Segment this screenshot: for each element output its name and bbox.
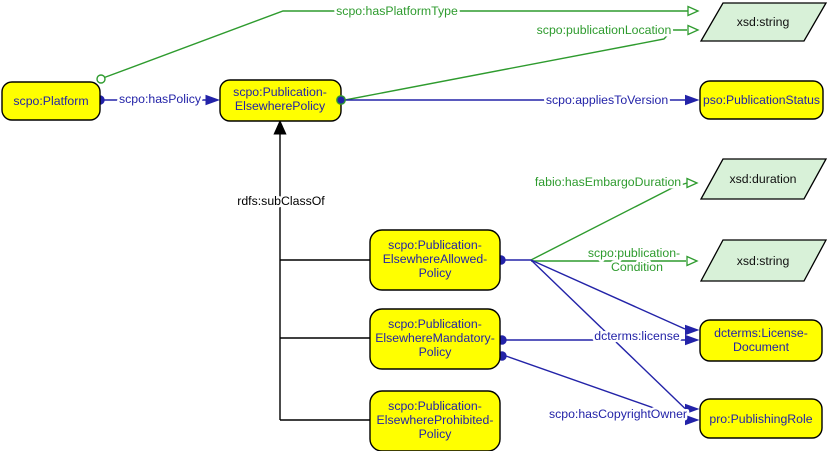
has-embargo-duration-line: [530, 182, 688, 261]
edge-has-embargo-duration: [530, 177, 699, 261]
license-document-label-line2: Document: [733, 340, 790, 354]
prohibited-label-line2: ElsewhereProhibited-: [377, 413, 494, 427]
node-elsewhere-mandatory-policy: scpo:Publication- ElsewhereMandatory- Po…: [369, 308, 501, 370]
has-platform-type-label: scpo:hasPlatformType: [336, 4, 458, 18]
allowed-copyright-line: [530, 259, 686, 410]
has-platform-type-line: [102, 10, 688, 79]
string-top-parallelogram: [699, 2, 828, 42]
arrow-up-icon: [273, 119, 287, 135]
filled-arrow-right-icon: [685, 334, 700, 346]
open-arrow-right-icon: [686, 255, 699, 267]
open-arrow-right-icon: [687, 24, 700, 36]
node-publishing-role: pro:PublishingRole: [699, 398, 823, 439]
has-copyright-owner-label: scpo:hasCopyrightOwner: [549, 407, 687, 421]
string-top-label: xsd:string: [737, 15, 790, 29]
publication-condition-label-line2: Condition: [611, 260, 663, 274]
filled-arrow-right-icon: [685, 324, 700, 336]
publication-condition-label-line1: scpo:publication-: [588, 246, 680, 260]
publication-location-label: scpo:publicationLocation: [537, 23, 672, 37]
filled-arrow-right-icon: [205, 94, 220, 106]
publishing-role-arrowheads: [685, 403, 700, 426]
open-arrow-right-icon: [687, 5, 700, 17]
platform-label: scpo:Platform: [13, 94, 88, 108]
node-elsewhere-prohibited-policy: scpo:Publication- ElsewhereProhibited- P…: [369, 390, 501, 451]
mandatory-label-line2: ElsewhereMandatory-: [375, 331, 495, 345]
platform-box: [1, 81, 101, 121]
datatype-duration: xsd:duration: [699, 158, 828, 200]
policy-label-line2: ElsewherePolicy: [235, 99, 326, 113]
node-platform: scpo:Platform: [1, 81, 101, 121]
publication-location-line: [344, 29, 687, 101]
allowed-label-line3: Policy: [419, 266, 453, 280]
publication-status-label: pso:PublicationStatus: [703, 93, 820, 107]
mandatory-label-line3: Policy: [419, 345, 453, 359]
subclass-of-label: rdfs:subClassOf: [237, 194, 325, 208]
node-elsewhere-allowed-policy: scpo:Publication- ElsewhereAllowed- Poli…: [369, 229, 501, 291]
publishing-role-label: pro:PublishingRole: [709, 412, 812, 426]
node-publication-elsewhere-policy: scpo:Publication- ElsewherePolicy: [219, 79, 346, 122]
dot-anchor-icon: [336, 95, 346, 105]
allowed-box: [369, 229, 501, 291]
mandatory-box: [369, 308, 501, 370]
node-publication-status: pso:PublicationStatus: [699, 80, 824, 120]
string-mid-label: xsd:string: [737, 254, 790, 268]
has-policy-label: scpo:hasPolicy: [119, 92, 202, 106]
policy-label-line1: scpo:Publication-: [233, 85, 327, 99]
license-label: dcterms:license: [594, 329, 680, 343]
applies-to-version-label: scpo:appliesToVersion: [546, 93, 669, 107]
duration-label: xsd:duration: [730, 172, 797, 186]
prohibited-label-line1: scpo:Publication-: [388, 399, 482, 413]
filled-arrow-right-icon: [685, 414, 700, 426]
datatype-string-mid: xsd:string: [699, 239, 828, 282]
has-embargo-duration-label: fabio:hasEmbargoDuration: [535, 175, 681, 189]
string-mid-parallelogram: [699, 239, 828, 282]
open-arrow-right-icon: [686, 177, 699, 189]
duration-parallelogram: [699, 158, 828, 200]
filled-arrow-right-icon: [685, 94, 700, 106]
edge-subclass-of: [273, 119, 370, 421]
edge-has-platform-type: [96, 5, 700, 84]
license-document-box: [699, 319, 823, 362]
allowed-label-line1: scpo:Publication-: [388, 238, 482, 252]
prohibited-box: [369, 390, 501, 451]
filled-arrow-right-icon: [685, 403, 700, 415]
publishing-role-box: [699, 398, 823, 439]
node-license-document: dcterms:License- Document: [699, 319, 823, 362]
open-circle-anchor-icon: [96, 74, 106, 84]
edge-applies-to-version: [345, 94, 700, 106]
allowed-license-line: [530, 259, 686, 330]
edge-publication-location: [344, 24, 700, 101]
edge-publication-condition: [531, 255, 699, 267]
datatype-string-top: xsd:string: [699, 2, 828, 42]
mandatory-copyright-line: [505, 355, 686, 420]
allowed-label-line2: ElsewhereAllowed-: [383, 252, 488, 266]
publication-status-box: [699, 80, 824, 120]
license-document-arrowheads: [685, 324, 700, 346]
mandatory-label-line1: scpo:Publication-: [388, 317, 482, 331]
license-document-label-line1: dcterms:License-: [714, 326, 808, 340]
prohibited-label-line3: Policy: [419, 427, 453, 441]
